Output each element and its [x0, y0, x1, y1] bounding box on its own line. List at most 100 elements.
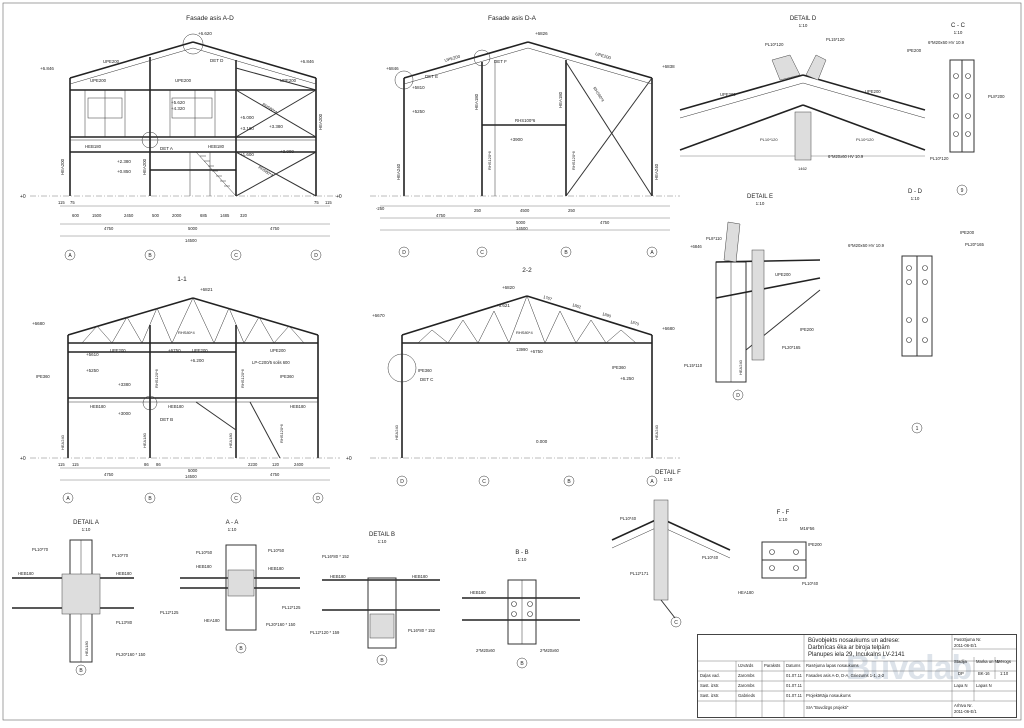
- profile-label: RHS120*6: [240, 368, 245, 388]
- section-11: 1-1 +0 +6821 +6680 +5610 +6750 +6.200 +5…: [20, 276, 340, 504]
- section-mark: 1: [916, 426, 919, 432]
- dim-value: 13990: [516, 347, 528, 352]
- profile-label: UPE200: [110, 348, 126, 353]
- detail-f-scale: 1:10: [664, 477, 673, 482]
- level-eave-right: +6.846: [300, 59, 314, 64]
- profile-label: UPE200: [175, 78, 192, 83]
- profile-label: HEA180: [738, 590, 754, 595]
- row-name: Gabrieds: [738, 693, 755, 698]
- section-22-title: 2-2: [522, 267, 532, 274]
- mark-label: Marka un Nr: [976, 659, 1000, 664]
- profile-label: PL13*80: [116, 620, 133, 625]
- level-eave-right: +6838: [662, 64, 675, 69]
- title-block: Büvelab Būvobjekts nosaukums un adrese: …: [697, 634, 1017, 718]
- sheet-label: Lapa N: [954, 683, 968, 688]
- dim-value: 4750: [600, 220, 610, 225]
- dim-value: 115: [72, 462, 79, 467]
- profile-label: IPE200: [808, 542, 822, 547]
- level-mark: +5250: [412, 109, 425, 114]
- dim-value: 115: [58, 462, 65, 467]
- profile-label: LP-C200/5 solis 600: [252, 360, 290, 365]
- detail-a: DETAIL A 1:10 PL10*70 PL10*70 HEB180 HEB…: [12, 520, 146, 676]
- section-bb-title: B - B: [515, 550, 528, 556]
- row-role: Sast. izstr.: [700, 693, 720, 698]
- dim-value: 2450: [124, 213, 134, 218]
- row-date: 01.07.11: [786, 683, 802, 688]
- detail-a-title: DETAIL A: [73, 520, 99, 526]
- detail-ref: DET C: [420, 377, 434, 382]
- col-header: Uzvārds: [738, 663, 754, 668]
- dim-value: 5000: [188, 468, 198, 473]
- level-mark: +3900: [510, 137, 523, 142]
- bolts-label: 6*M20x60 HV 10.9: [928, 40, 965, 45]
- profile-label: HEB180: [85, 144, 102, 149]
- detail-a-scale: 1:10: [82, 527, 91, 532]
- profile-label: HEA240: [60, 434, 65, 450]
- detail-ref: DET F: [494, 59, 507, 64]
- dim-value: 1485: [220, 213, 230, 218]
- project-address: Būvobjekts nosaukums un adrese: Darbnīca…: [808, 638, 948, 659]
- profile-label: HEA200: [142, 158, 147, 175]
- level-mark: +6750: [168, 348, 181, 353]
- dim-value: 4750: [270, 226, 280, 231]
- level-mark: +3000: [118, 411, 131, 416]
- facade-da: Fasade asis D-A +0 +6826 +6846 +6838 +58…: [336, 15, 680, 258]
- level-zero: +0: [20, 456, 26, 462]
- dim-value: 115: [58, 200, 65, 205]
- profile-label: RHS120*6: [487, 150, 492, 170]
- level-mark: +5610: [86, 352, 99, 357]
- level-mark: +3.180: [240, 126, 254, 131]
- level-ridge: +6826: [535, 31, 548, 36]
- profile-label: PL8*200: [988, 94, 1005, 99]
- axis-label: B: [567, 479, 571, 485]
- profile-label: UPE200: [270, 348, 286, 353]
- profile-label: HEB180: [168, 404, 184, 409]
- level-mark: +6750: [530, 349, 543, 354]
- profile-label: HEA240: [738, 359, 743, 375]
- bolts-label: M16*56: [800, 526, 815, 531]
- address-line: Būvobjekts nosaukums un adrese:: [808, 638, 900, 644]
- profile-label: PL8*110: [706, 236, 722, 241]
- row-role: Daļas vad.: [700, 673, 720, 678]
- dim-value: 500: [152, 213, 160, 218]
- level-mark: +1.600: [240, 152, 254, 157]
- section-bb-scale: 1:10: [518, 557, 527, 562]
- profile-label: PL10*40: [620, 516, 637, 521]
- level-mark: +0.850: [117, 169, 131, 174]
- detail-d: DETAIL D 1:10 PL10*120 PL15*120 UPE200 U…: [679, 16, 926, 171]
- profile-label: UPE200: [103, 59, 120, 64]
- profile-label: HEA200: [318, 113, 323, 130]
- profile-label: HEA180: [228, 432, 233, 448]
- section-dd-title: D - D: [908, 189, 923, 195]
- axis-label: C: [480, 250, 484, 256]
- level-mark: +6.200: [190, 358, 204, 363]
- profile-label: PL10*50: [196, 550, 213, 555]
- axis-label: D: [314, 253, 318, 259]
- profile-label: PL20*160 * 150: [266, 622, 296, 627]
- profile-label: PL12*171: [630, 571, 649, 576]
- bolts-label: 6*M20x60 HV 10.9: [828, 154, 864, 159]
- title-block-grid: [698, 635, 1016, 717]
- level-ridge: +6821: [200, 287, 213, 292]
- dim-total: 14500: [516, 226, 528, 231]
- dim-value: 1500: [92, 213, 102, 218]
- dim-value: 86: [156, 462, 161, 467]
- section-mark: B: [239, 646, 243, 652]
- profile-label: RHS80*4: [178, 330, 195, 335]
- dim-value: 86: [144, 462, 149, 467]
- dim-value: 600: [72, 213, 80, 218]
- address-line: Darbnīcas ēka ar biroja telpām: [808, 645, 890, 651]
- section-ff-scale: 1:10: [779, 517, 788, 522]
- profile-label: UPE200: [192, 348, 208, 353]
- profile-label: PL20*165: [782, 345, 801, 350]
- axis-label: C: [234, 253, 238, 259]
- dim-value: 4750: [104, 472, 114, 477]
- dim-value: 685: [200, 213, 208, 218]
- level-eave-left: +6670: [372, 313, 385, 318]
- profile-label: PL20*165: [965, 242, 984, 247]
- profile-label: IPE200: [907, 48, 922, 53]
- level-mark: +2.380: [117, 159, 131, 164]
- profile-label: PL12*125: [282, 605, 301, 610]
